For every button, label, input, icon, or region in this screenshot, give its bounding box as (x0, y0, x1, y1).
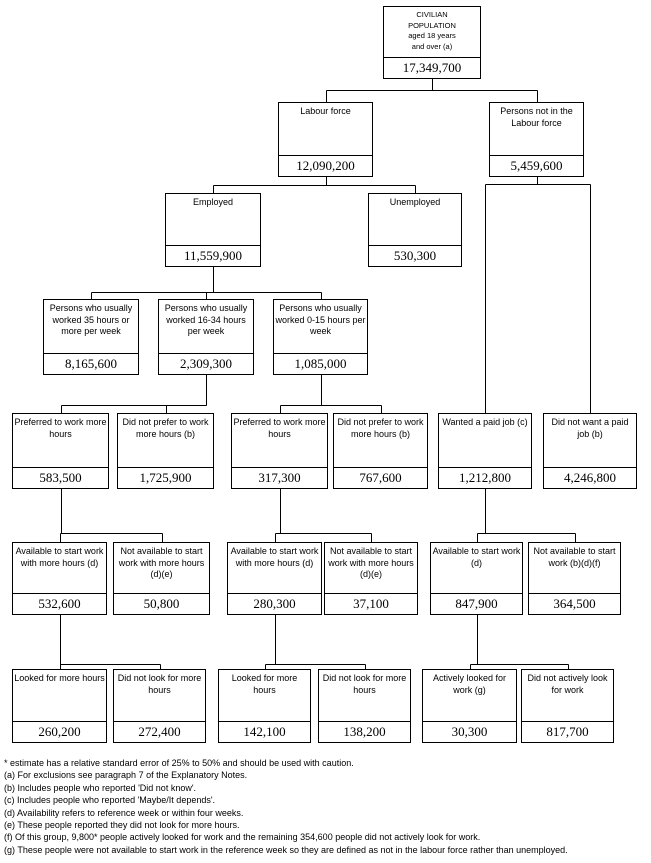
node-label: Preferred to work more hours (233, 417, 326, 439)
node-value: 138,200 (319, 721, 410, 742)
footnote-2: (a) For exclusions see paragraph 7 of th… (4, 770, 248, 781)
node-label: Available to start work with more hours … (15, 546, 104, 568)
node-not_avail_3: Not available to start work (b)(d)(f) 364… (528, 542, 621, 615)
node-not_looked_1: Did not look for more hours 272,400 (113, 669, 206, 743)
node-label: Not available to start work with more ho… (118, 546, 205, 580)
node-label: Not available to start work with more ho… (328, 546, 414, 580)
node-value: 142,100 (219, 721, 310, 742)
node-value: 50,800 (114, 593, 209, 614)
node-employed: Employed 11,559,900 (165, 193, 261, 267)
node-unemployed: Unemployed 530,300 (368, 193, 462, 267)
node-label: Not available to start work (b)(d)(f) (533, 546, 616, 568)
node-value: 1,212,800 (439, 467, 531, 488)
node-looked_1: Looked for more hours 260,200 (12, 669, 107, 743)
node-avail_1: Available to start work with more hours … (12, 542, 107, 615)
node-value: 5,459,600 (490, 155, 583, 176)
node-label: Employed (192, 197, 234, 207)
node-value: 37,100 (325, 593, 417, 614)
node-label: Persons who usually worked 0-15 hours pe… (275, 303, 366, 337)
node-value: 2,309,300 (159, 353, 253, 374)
node-label: Available to start work with more hours … (230, 546, 319, 568)
footnote-8: (g) These people were not available to s… (4, 844, 568, 855)
footnote-7: (f) Of this group, 9,800* people activel… (4, 832, 481, 843)
node-pref_more_1: Preferred to work more hours 583,500 (12, 413, 109, 489)
node-label: Actively looked for work (g) (432, 673, 507, 695)
node-label: Preferred to work more hours (14, 417, 107, 439)
footnote-4: (c) Includes people who reported 'Maybe/… (4, 795, 216, 806)
node-worked_16_34: Persons who usually worked 16-34 hours p… (158, 299, 254, 375)
node-not_in_labour_force: Persons not in the Labour force 5,459,600 (489, 102, 584, 177)
node-label: CIVILIAN POPULATION aged 18 years and ov… (408, 10, 456, 51)
node-value: 17,349,700 (384, 57, 480, 78)
node-no_pref_more_1: Did not prefer to work more hours (b) 1,7… (117, 413, 214, 489)
node-value: 1,725,900 (118, 467, 213, 488)
node-avail_2: Available to start work with more hours … (227, 542, 322, 615)
node-looked_2: Looked for more hours 142,100 (218, 669, 311, 743)
footnote-5: (d) Availability refers to reference wee… (4, 807, 244, 818)
node-label: Did not actively look for work (527, 673, 608, 695)
node-labour_force: Labour force 12,090,200 (278, 102, 373, 177)
node-label: Labour force (300, 106, 351, 116)
node-label: Wanted a paid job (c) (442, 417, 528, 427)
node-label: Did not look for more hours (117, 673, 202, 695)
footnote-1: * estimate has a relative standard error… (4, 758, 354, 768)
node-label: Did not prefer to work more hours (b) (337, 417, 424, 439)
node-value: 317,300 (232, 467, 327, 488)
node-wanted_job: Wanted a paid job (c) 1,212,800 (438, 413, 532, 489)
node-value: 11,559,900 (166, 245, 260, 266)
node-value: 532,600 (13, 593, 106, 614)
node-value: 12,090,200 (279, 155, 372, 176)
node-no_want_job: Did not want a paid job (b) 4,246,800 (543, 413, 637, 489)
node-not_avail_1: Not available to start work with more ho… (113, 542, 210, 615)
node-value: 8,165,600 (44, 353, 138, 374)
node-value: 280,300 (228, 593, 321, 614)
node-label: Looked for more hours (14, 673, 105, 683)
node-label: Looked for more hours (231, 673, 298, 695)
node-actively_looked: Actively looked for work (g) 30,300 (422, 669, 517, 743)
node-value: 4,246,800 (544, 467, 636, 488)
node-worked_35: Persons who usually worked 35 hours or m… (43, 299, 139, 375)
node-avail_3: Available to start work (d) 847,900 (430, 542, 523, 615)
node-label: Unemployed (389, 197, 441, 207)
footnotes: * estimate has a relative standard error… (4, 757, 649, 856)
node-worked_0_15: Persons who usually worked 0-15 hours pe… (273, 299, 368, 375)
node-value: 767,600 (334, 467, 427, 488)
node-value: 30,300 (423, 721, 516, 742)
node-label: Did not prefer to work more hours (b) (122, 417, 209, 439)
node-pref_more_2: Preferred to work more hours 317,300 (231, 413, 328, 489)
node-value: 272,400 (114, 721, 205, 742)
node-value: 817,700 (522, 721, 613, 742)
footnote-6: (e) These people reported they did not l… (4, 820, 240, 831)
node-value: 1,085,000 (274, 353, 367, 374)
node-value: 364,500 (529, 593, 620, 614)
footnote-3: (b) Includes people who reported 'Did no… (4, 782, 197, 793)
node-not_avail_2: Not available to start work with more ho… (324, 542, 418, 615)
node-value: 583,500 (13, 467, 108, 488)
node-value: 260,200 (13, 721, 106, 742)
node-label: Did not want a paid job (b) (551, 417, 629, 439)
node-value: 847,900 (431, 593, 522, 614)
node-label: Persons who usually worked 16-34 hours p… (164, 303, 248, 337)
node-not_looked_2: Did not look for more hours 138,200 (318, 669, 411, 743)
node-label: Available to start work (d) (432, 546, 521, 568)
node-not_actively_looked: Did not actively look for work 817,700 (521, 669, 614, 743)
node-value: 530,300 (369, 245, 461, 266)
node-label: Did not look for more hours (322, 673, 407, 695)
node-no_pref_more_2: Did not prefer to work more hours (b) 767… (333, 413, 428, 489)
node-label: Persons not in the Labour force (500, 106, 573, 128)
node-civilian: CIVILIAN POPULATION aged 18 years and ov… (383, 6, 481, 79)
node-label: Persons who usually worked 35 hours or m… (49, 303, 133, 337)
